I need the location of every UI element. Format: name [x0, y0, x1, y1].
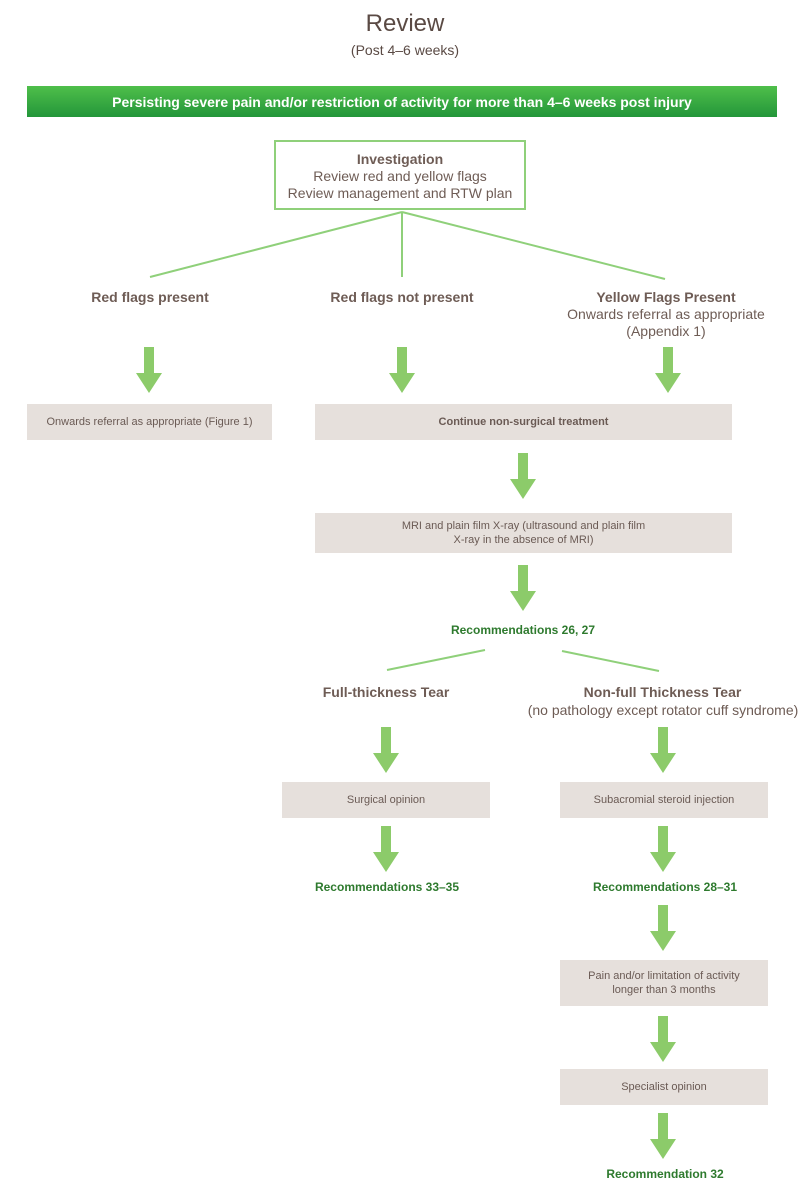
onwards-referral-box: Onwards referral as appropriate (Figure …: [27, 404, 272, 440]
red-flags-not-present-label: Red flags not present: [330, 289, 474, 305]
page-subtitle: (Post 4–6 weeks): [350, 42, 460, 58]
non-full-thickness-tear-label: Non-full Thickness Tear: [583, 684, 742, 700]
investigation-line-flags: Review red and yellow flags: [313, 168, 487, 184]
steroid-injection-box: Subacromial steroid injection: [560, 782, 768, 818]
specialist-opinion-box: Specialist opinion: [560, 1069, 768, 1105]
connector-to-non-full-tear: [561, 650, 660, 672]
imaging-line-1: MRI and plain film X-ray (ultrasound and…: [401, 520, 646, 532]
investigation-line-management: Review management and RTW plan: [287, 185, 513, 201]
recommendations-26-27: Recommendations 26, 27: [450, 623, 596, 637]
page-title: Review: [365, 10, 445, 37]
imaging-line-2: X-ray in the absence of MRI): [453, 534, 594, 546]
down-arrow-icon: [650, 1016, 676, 1062]
yellow-flags-present-label: Yellow Flags Present: [596, 289, 736, 305]
recommendations-28-31: Recommendations 28–31: [592, 880, 738, 894]
down-arrow-icon: [650, 826, 676, 872]
down-arrow-icon: [136, 347, 162, 393]
down-arrow-icon: [650, 1113, 676, 1159]
down-arrow-icon: [650, 905, 676, 951]
pain-limitation-line-1: Pain and/or limitation of activity: [588, 970, 740, 982]
connector-to-yellow-present: [401, 211, 666, 280]
down-arrow-icon: [373, 826, 399, 872]
down-arrow-icon: [510, 453, 536, 499]
down-arrow-icon: [655, 347, 681, 393]
surgical-opinion-box: Surgical opinion: [282, 782, 490, 818]
pain-limitation-line-2: longer than 3 months: [612, 984, 716, 996]
non-full-thickness-subtext: (no pathology except rotator cuff syndro…: [527, 702, 799, 718]
yellow-flags-referral-text: Onwards referral as appropriate: [567, 306, 765, 322]
yellow-flags-appendix-text: (Appendix 1): [626, 323, 706, 339]
imaging-box: MRI and plain film X-ray (ultrasound and…: [315, 513, 732, 553]
red-flags-present-label: Red flags present: [91, 289, 209, 305]
down-arrow-icon: [510, 565, 536, 611]
continue-treatment-box: Continue non-surgical treatment: [315, 404, 732, 440]
investigation-heading: Investigation: [356, 151, 444, 167]
pain-limitation-box: Pain and/or limitation of activity longe…: [560, 960, 768, 1006]
down-arrow-icon: [389, 347, 415, 393]
recommendation-32: Recommendation 32: [606, 1167, 724, 1181]
investigation-box: Investigation Review red and yellow flag…: [274, 140, 526, 210]
recommendations-33-35: Recommendations 33–35: [314, 880, 460, 894]
full-thickness-tear-label: Full-thickness Tear: [322, 684, 450, 700]
condition-banner: Persisting severe pain and/or restrictio…: [27, 86, 777, 117]
connector-to-red-present: [149, 211, 403, 278]
connector-to-full-tear: [386, 649, 486, 671]
down-arrow-icon: [373, 727, 399, 773]
down-arrow-icon: [650, 727, 676, 773]
